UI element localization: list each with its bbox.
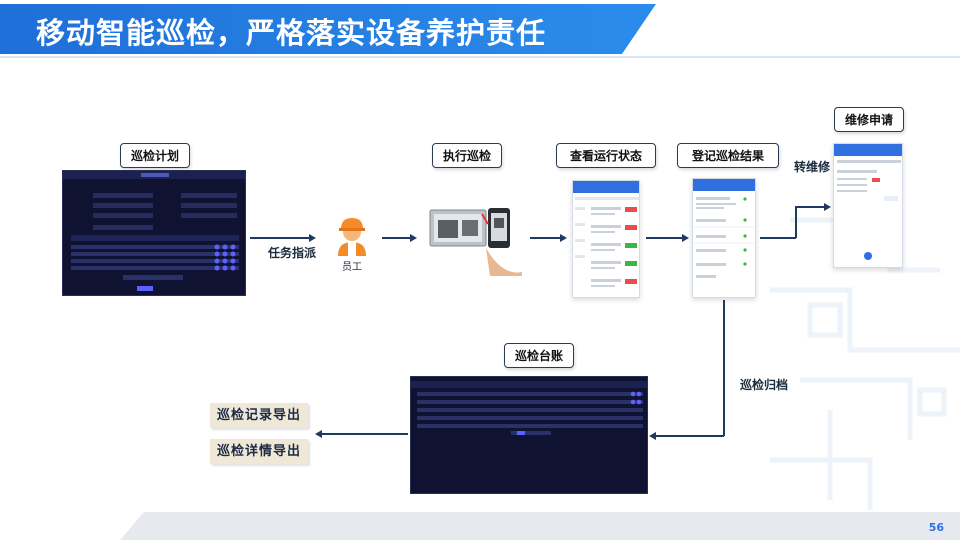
plan-screenshot bbox=[62, 170, 246, 296]
step-plan-label: 巡检计划 bbox=[120, 143, 190, 168]
export-details-button[interactable]: 巡检详情导出 bbox=[210, 439, 308, 464]
assign-task-label: 任务指派 bbox=[268, 246, 317, 260]
arrow-execute-to-status bbox=[530, 237, 560, 239]
arrow-register-to-repair-h2 bbox=[795, 206, 825, 208]
step-repair-label: 维修申请 bbox=[834, 107, 904, 132]
plan-form-graphic bbox=[63, 171, 245, 291]
step-status-label: 查看运行状态 bbox=[556, 143, 656, 168]
status-phone-screenshot bbox=[572, 180, 640, 298]
register-phone-screenshot bbox=[692, 178, 756, 298]
arrow-ledger-to-exports bbox=[322, 433, 408, 435]
arrowhead-register-to-repair bbox=[824, 203, 831, 211]
status-list-graphic bbox=[575, 197, 639, 287]
repair-phone-header bbox=[834, 144, 902, 156]
arrow-status-to-register bbox=[646, 237, 682, 239]
export-records-button[interactable]: 巡检记录导出 bbox=[210, 403, 308, 428]
arrow-register-to-repair-v bbox=[795, 206, 797, 238]
arrowhead-plan-to-worker bbox=[309, 234, 316, 242]
register-form-graphic bbox=[693, 197, 755, 278]
archive-label: 巡检归档 bbox=[740, 378, 789, 392]
page-title: 移动智能巡检，严格落实设备养护责任 bbox=[36, 16, 547, 50]
step-register-label: 登记巡检结果 bbox=[677, 143, 779, 168]
arrowhead-worker-to-execute bbox=[410, 234, 417, 242]
scan-device-photo bbox=[429, 208, 522, 276]
arrow-worker-to-execute bbox=[382, 237, 412, 239]
step-ledger-label: 巡检台账 bbox=[504, 343, 574, 368]
repair-form-graphic bbox=[837, 160, 901, 260]
arrow-plan-to-worker bbox=[250, 237, 310, 239]
arrow-register-to-repair-h1 bbox=[760, 237, 796, 239]
register-phone-header bbox=[693, 179, 755, 191]
arrowhead-execute-to-status bbox=[560, 234, 567, 242]
page-number: 56 bbox=[928, 521, 944, 534]
worker-label: 员工 bbox=[342, 262, 362, 273]
ledger-screenshot bbox=[410, 376, 648, 494]
worker-icon bbox=[338, 218, 366, 256]
to-repair-label: 转维修 bbox=[794, 160, 831, 174]
arrowhead-status-to-register bbox=[682, 234, 689, 242]
ledger-table-graphic bbox=[411, 381, 647, 435]
slide-footer bbox=[0, 512, 960, 540]
header-banner bbox=[0, 4, 656, 54]
slide-header: 移动智能巡检，严格落实设备养护责任 bbox=[0, 0, 960, 60]
status-phone-header bbox=[573, 181, 639, 193]
arrow-register-to-ledger-h bbox=[656, 435, 724, 437]
arrow-register-to-ledger-v bbox=[723, 300, 725, 436]
step-execute-label: 执行巡检 bbox=[432, 143, 502, 168]
footer-accent bbox=[0, 512, 144, 540]
repair-phone-screenshot bbox=[833, 143, 903, 268]
header-divider bbox=[0, 56, 960, 58]
arrowhead-ledger-to-exports bbox=[315, 430, 322, 438]
arrowhead-register-to-ledger bbox=[649, 432, 656, 440]
